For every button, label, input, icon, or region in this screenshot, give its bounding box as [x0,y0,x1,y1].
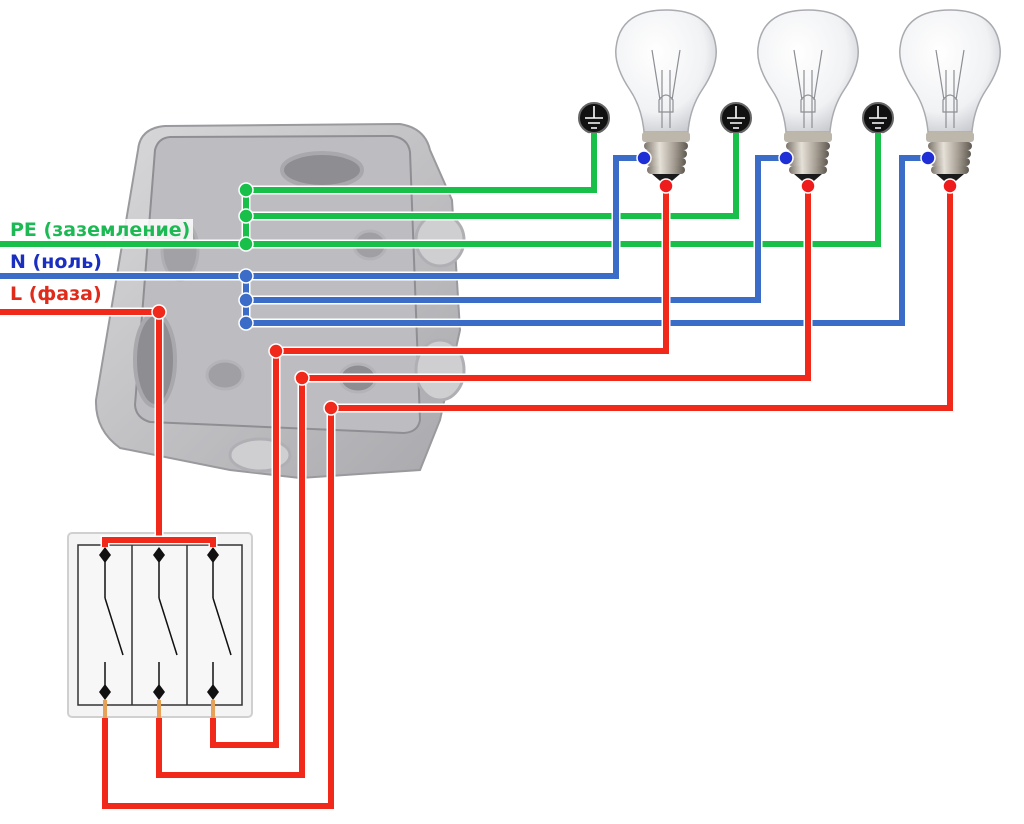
l-switched-lamp-3 [102,188,953,809]
pe-junction-node [238,208,254,224]
lamp-thread [929,150,971,158]
l-switched-lamp-2 [156,188,811,778]
lamp-3 [899,9,1001,186]
lamp-thread [787,150,829,158]
switch-terminal-bottom [153,684,165,700]
n-junction-node [238,292,254,308]
lamp-thread [644,142,688,150]
ground-symbol-icon [578,102,610,134]
pe-junction-node [238,236,254,252]
legend-pe-label: PE (заземление) [7,219,194,241]
legend-n-label: N (ноль) [7,251,105,273]
lamp-phase-terminal [942,178,958,194]
lamp-1 [615,9,717,186]
ground-glyph [869,106,887,129]
switch-blade [158,597,178,656]
lamp-thread [647,166,685,174]
ground-symbol-icon [862,102,894,134]
lamp-neutral-terminal [636,150,652,166]
box-knockout [205,359,245,391]
three-gang-switch[interactable] [67,532,253,718]
switch-terminal-top [153,547,165,563]
lamp-neutral-terminal [778,150,794,166]
box-entry-top [280,151,364,189]
lamp-thread [788,158,828,166]
n-junction-node [238,315,254,331]
n-wire-lamp-3 [246,155,930,326]
switch-gang-2[interactable] [153,547,178,718]
lamp-thread [928,142,972,150]
lamp-glass [615,9,717,133]
ground-glyph [585,106,603,129]
pe-wire-lamp-3 [246,133,881,247]
lamp-collar [642,132,690,142]
lamp-filament [793,49,823,128]
ground-symbol-icon [720,102,752,134]
lamp-filament [935,49,965,128]
lamp-glass [757,9,859,133]
l-junction-node [151,304,167,320]
switch-blade [104,597,124,656]
pe-wire-lamp-2 [246,133,739,219]
n-junction-node [238,268,254,284]
pe-junction-node [238,182,254,198]
lamp-thread [646,158,686,166]
lamp-thread [645,150,687,158]
switch-gang-3[interactable] [207,547,232,718]
switch-blade [212,597,232,656]
lamp-glass [899,9,1001,133]
lamp-thread [786,142,830,150]
l-junction-node [268,343,284,359]
switch-terminal-bottom [99,684,111,700]
switch-terminal-bottom [207,684,219,700]
box-gland-bottom [228,437,292,473]
ground-glyph [727,106,745,129]
l-junction-node [294,370,310,386]
switch-terminal-top [99,547,111,563]
lamp-collar [784,132,832,142]
lamp-phase-terminal [800,178,816,194]
pe-wire-lamp-1 [246,133,597,193]
n-wire-lamp-1 [246,155,644,279]
lamp-phase-terminal [658,178,674,194]
switch-gang-1[interactable] [99,547,124,718]
lamp-neutral-terminal [920,150,936,166]
lamp-thread [930,158,970,166]
legend-l-label: L (фаза) [7,283,105,305]
lamp-2 [757,9,859,186]
lamp-thread [789,166,827,174]
l-junction-node [323,400,339,416]
lamp-thread [931,166,969,174]
l-switched-lamp-1 [210,188,669,748]
lamp-collar [926,132,974,142]
n-wire-lamp-2 [246,155,786,303]
switch-terminal-top [207,547,219,563]
lamp-filament [651,49,681,128]
l-switch-bridge [102,537,216,547]
